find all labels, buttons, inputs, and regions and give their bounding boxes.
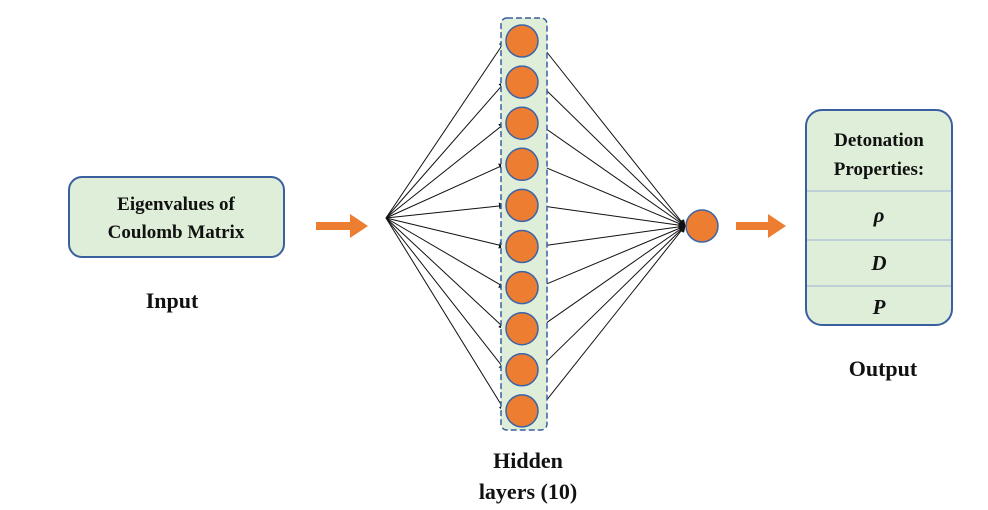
hidden-node	[505, 311, 539, 346]
hidden-to-output-connection	[537, 204, 686, 229]
input-to-hidden-connection	[385, 217, 506, 412]
hidden-node	[505, 229, 539, 264]
property-p: P	[872, 295, 886, 319]
hidden-node	[505, 24, 539, 58]
output-title-line2: Properties:	[834, 159, 924, 180]
hidden-label-line1: Hidden	[493, 448, 563, 473]
input-to-hidden-connection	[385, 217, 506, 249]
output-node	[685, 209, 719, 243]
hidden-node	[505, 188, 539, 223]
output-label: Output	[849, 356, 918, 381]
input-to-hidden-connection	[385, 81, 506, 219]
hidden-to-output-connection	[537, 40, 686, 227]
input-box-line1: Eigenvalues of	[117, 194, 235, 215]
property-rho: ρ	[873, 203, 885, 227]
output-flow-arrow	[736, 214, 786, 238]
input-to-hidden-connection	[385, 40, 506, 219]
connections	[385, 40, 686, 412]
hidden-to-output-connection	[537, 225, 686, 289]
input-box-line2: Coulomb Matrix	[108, 222, 245, 243]
input-label: Input	[146, 288, 199, 313]
input-box	[68, 176, 285, 258]
input-to-hidden-connection	[385, 202, 506, 219]
hidden-to-output-connection	[537, 163, 686, 227]
hidden-to-output-connection	[537, 225, 686, 412]
output-box	[805, 109, 953, 326]
input-flow-arrow	[316, 214, 368, 238]
hidden-node	[505, 65, 539, 99]
hidden-nodes	[505, 24, 539, 428]
hidden-node	[505, 353, 539, 387]
hidden-node	[505, 147, 539, 182]
hidden-node	[505, 394, 539, 428]
input-to-hidden-connection	[385, 217, 506, 330]
hidden-to-output-connection	[537, 225, 686, 371]
hidden-to-output-connection	[537, 223, 686, 247]
hidden-label-line2: layers (10)	[479, 479, 577, 504]
hidden-to-output-connection	[537, 225, 686, 330]
input-to-hidden-connection	[385, 163, 506, 219]
input-to-hidden-connection	[385, 217, 506, 371]
hidden-to-output-connection	[537, 122, 686, 227]
input-to-hidden-connection	[385, 122, 506, 219]
hidden-node	[505, 106, 539, 140]
property-d: D	[870, 251, 886, 275]
hidden-node	[505, 270, 539, 305]
output-title-line1: Detonation	[834, 130, 924, 151]
input-to-hidden-connection	[385, 217, 506, 289]
hidden-to-output-connection	[537, 81, 686, 227]
